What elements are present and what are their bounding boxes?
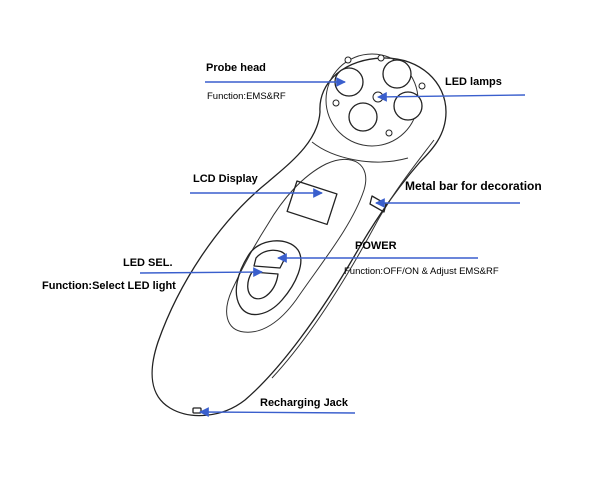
lcd-display [286, 180, 338, 226]
led-sel-arrow [139, 267, 263, 277]
probe-head-label: Probe head [206, 62, 266, 74]
leader-lines [139, 77, 526, 417]
led-lamps-arrow [377, 91, 526, 102]
power-label: POWER [355, 240, 397, 252]
led-lamp-bottom-right [393, 91, 423, 121]
control-buttons [235, 240, 302, 316]
led-lamp-top-right [382, 59, 412, 89]
neck-ring [311, 141, 409, 163]
recharging-jack-label: Recharging Jack [260, 397, 349, 409]
metal-bar-label: Metal bar for decoration [405, 179, 542, 193]
recharging-jack [192, 407, 202, 414]
power-button[interactable] [253, 249, 287, 269]
led-sel-button[interactable] [247, 271, 279, 300]
lcd-display-label: LCD Display [193, 173, 259, 185]
probe-electrode-3 [418, 82, 426, 90]
led-sel-label: LED SEL. [123, 257, 173, 269]
probe-electrode-5 [344, 56, 352, 64]
led-lamp-bottom [348, 102, 378, 132]
probe-electrode-4 [385, 129, 393, 137]
led-sel-function-label: Function:Select LED light [42, 280, 176, 292]
handle-inner-line [271, 139, 435, 379]
probe-electrode-1 [332, 99, 340, 107]
probe-function-label: Function:EMS&RF [207, 91, 286, 102]
labels: Probe head Function:EMS&RF LED lamps LCD… [42, 62, 542, 409]
led-lamps-label: LED lamps [445, 76, 502, 88]
front-panel-outline [226, 158, 367, 333]
recharging-jack-arrow [199, 407, 356, 417]
button-housing [235, 240, 302, 316]
device-body [151, 57, 447, 417]
probe-electrode-2 [377, 54, 385, 62]
handle-outline [151, 57, 447, 417]
probe-head [325, 53, 426, 147]
power-function-label: Function:OFF/ON & Adjust EMS&RF [344, 266, 499, 277]
